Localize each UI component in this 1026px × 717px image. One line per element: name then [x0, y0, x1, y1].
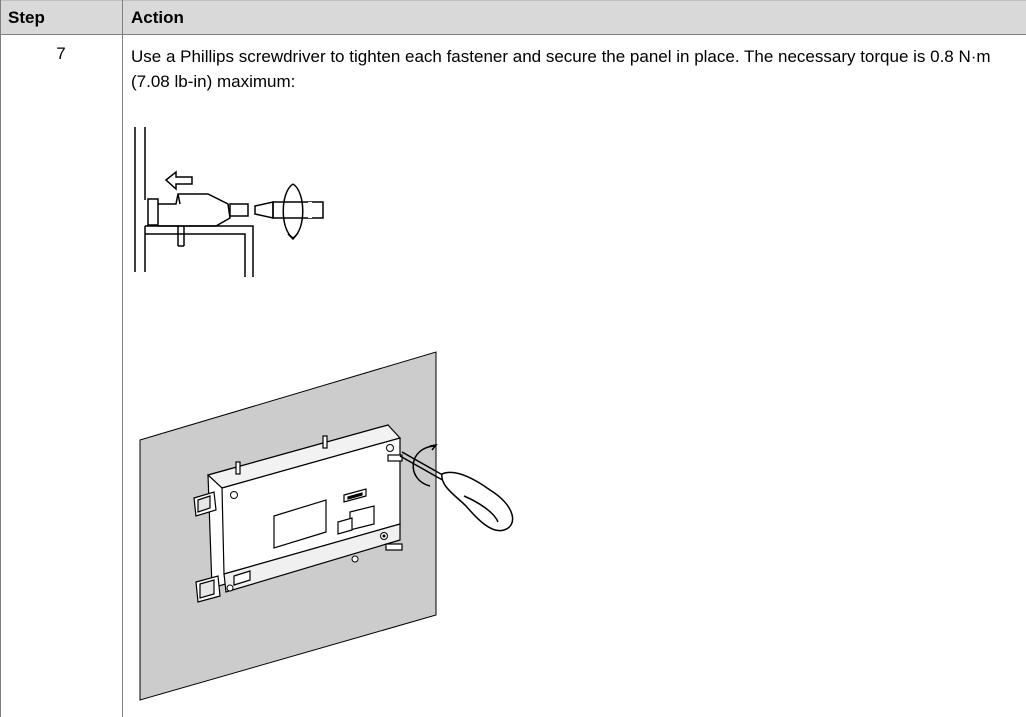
panel-mounting-illustration	[139, 351, 514, 701]
step-number: 7	[56, 44, 66, 63]
table-header-row: Step Action	[0, 0, 1026, 35]
table-left-border	[0, 0, 1, 717]
header-step: Step	[8, 8, 45, 27]
header-action: Action	[131, 8, 184, 27]
action-text: Use a Phillips screwdriver to tighten ea…	[131, 47, 991, 91]
fastener-detail-diagram	[134, 127, 324, 277]
column-divider	[122, 0, 123, 717]
